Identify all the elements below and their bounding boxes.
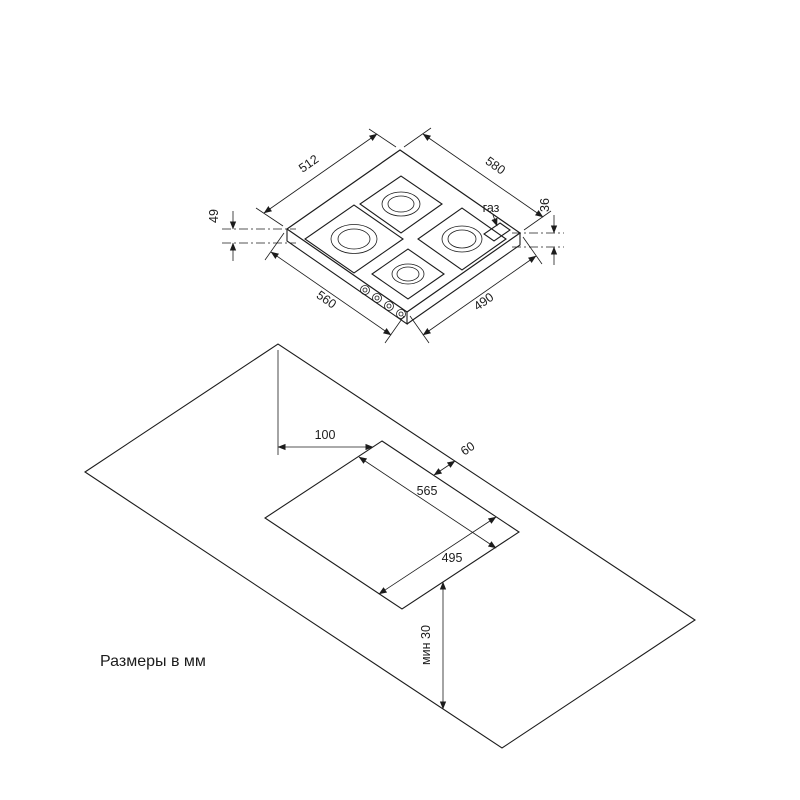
control-knob: [398, 311, 404, 317]
extension-line: [403, 127, 432, 148]
dimension-label-560: 560: [314, 288, 339, 311]
burner-ring-inner: [387, 195, 415, 213]
gas-label: газ: [483, 201, 500, 215]
dimension-label-495: 495: [442, 551, 463, 565]
cutout-outline: [264, 440, 520, 610]
dimension-line-560: [270, 251, 392, 336]
extension-line: [523, 210, 552, 231]
units-note: Размеры в мм: [100, 653, 206, 670]
dimension-label-49: 49: [207, 209, 221, 223]
dimension-label-490: 490: [471, 290, 496, 313]
dimension-label-100: 100: [315, 428, 336, 442]
extension-line: [264, 232, 285, 261]
dimension-line-495: [378, 516, 497, 595]
dimension-label-36: 36: [538, 198, 552, 212]
burner-ring-inner: [337, 228, 371, 250]
hob-isometric-view: газ 512 580 560 490: [207, 127, 564, 344]
dimension-label-565: 565: [417, 484, 438, 498]
gas-connection: [483, 222, 511, 242]
dimension-495: 495: [378, 516, 497, 595]
dimension-line-60: [433, 460, 456, 476]
dimension-label-580: 580: [483, 154, 508, 177]
countertop-outline: [84, 343, 696, 749]
dimension-line-490: [422, 255, 537, 336]
burner-ring-inner: [396, 266, 420, 282]
countertop-cutout-view: 100 60 565 495 мин 30: [84, 343, 696, 749]
burner-ring-outer: [441, 225, 483, 253]
control-knob: [372, 293, 382, 303]
dimension-label-512: 512: [296, 152, 321, 175]
dimension-36: 36: [512, 198, 564, 265]
extension-line: [409, 315, 430, 344]
dimension-label-60: 60: [458, 439, 477, 458]
control-knob: [386, 303, 392, 309]
dimension-60: 60: [433, 439, 477, 476]
dimension-label-min30: мин 30: [419, 625, 433, 665]
extension-line: [522, 236, 543, 265]
burner-ring-inner: [447, 229, 477, 249]
dimension-100: 100: [277, 350, 374, 455]
control-knob: [384, 301, 394, 311]
control-knob: [374, 295, 380, 301]
dimension-min30: мин 30: [419, 581, 447, 710]
control-knob: [396, 309, 406, 319]
extension-line: [384, 315, 405, 344]
dimension-49: 49: [207, 209, 296, 261]
extension-line: [255, 207, 284, 227]
extension-line: [368, 128, 397, 148]
control-knob: [360, 285, 370, 295]
control-knob: [362, 287, 368, 293]
burner-ring-outer: [381, 191, 421, 217]
dimension-line-580: [422, 133, 544, 218]
dimension-line-512: [263, 133, 378, 214]
